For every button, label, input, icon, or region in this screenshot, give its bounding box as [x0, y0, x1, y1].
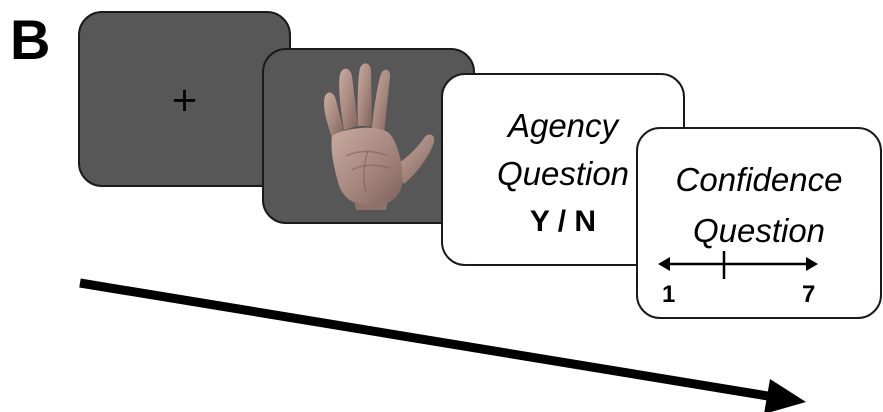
- agency-question-label: Question: [496, 155, 630, 192]
- yes-no-response: Y / N: [529, 205, 597, 238]
- scale-left-arrow-icon: [658, 257, 670, 271]
- confidence-scale: [658, 251, 818, 279]
- fixation-cross: +: [170, 80, 199, 120]
- fixation-card: +: [78, 11, 291, 187]
- confidence-question-card: Confidence Question 1 7: [636, 127, 882, 319]
- hand-stimulus-card: [262, 48, 475, 224]
- hand-icon: [312, 60, 442, 210]
- panel-label: B: [10, 8, 51, 71]
- agency-title: Agency: [507, 107, 619, 144]
- scale-right-arrow-icon: [806, 257, 818, 271]
- confidence-title: Confidence: [675, 161, 843, 198]
- scale-min-label: 1: [662, 281, 676, 308]
- confidence-question-label: Question: [692, 212, 826, 249]
- scale-max-label: 7: [802, 281, 816, 308]
